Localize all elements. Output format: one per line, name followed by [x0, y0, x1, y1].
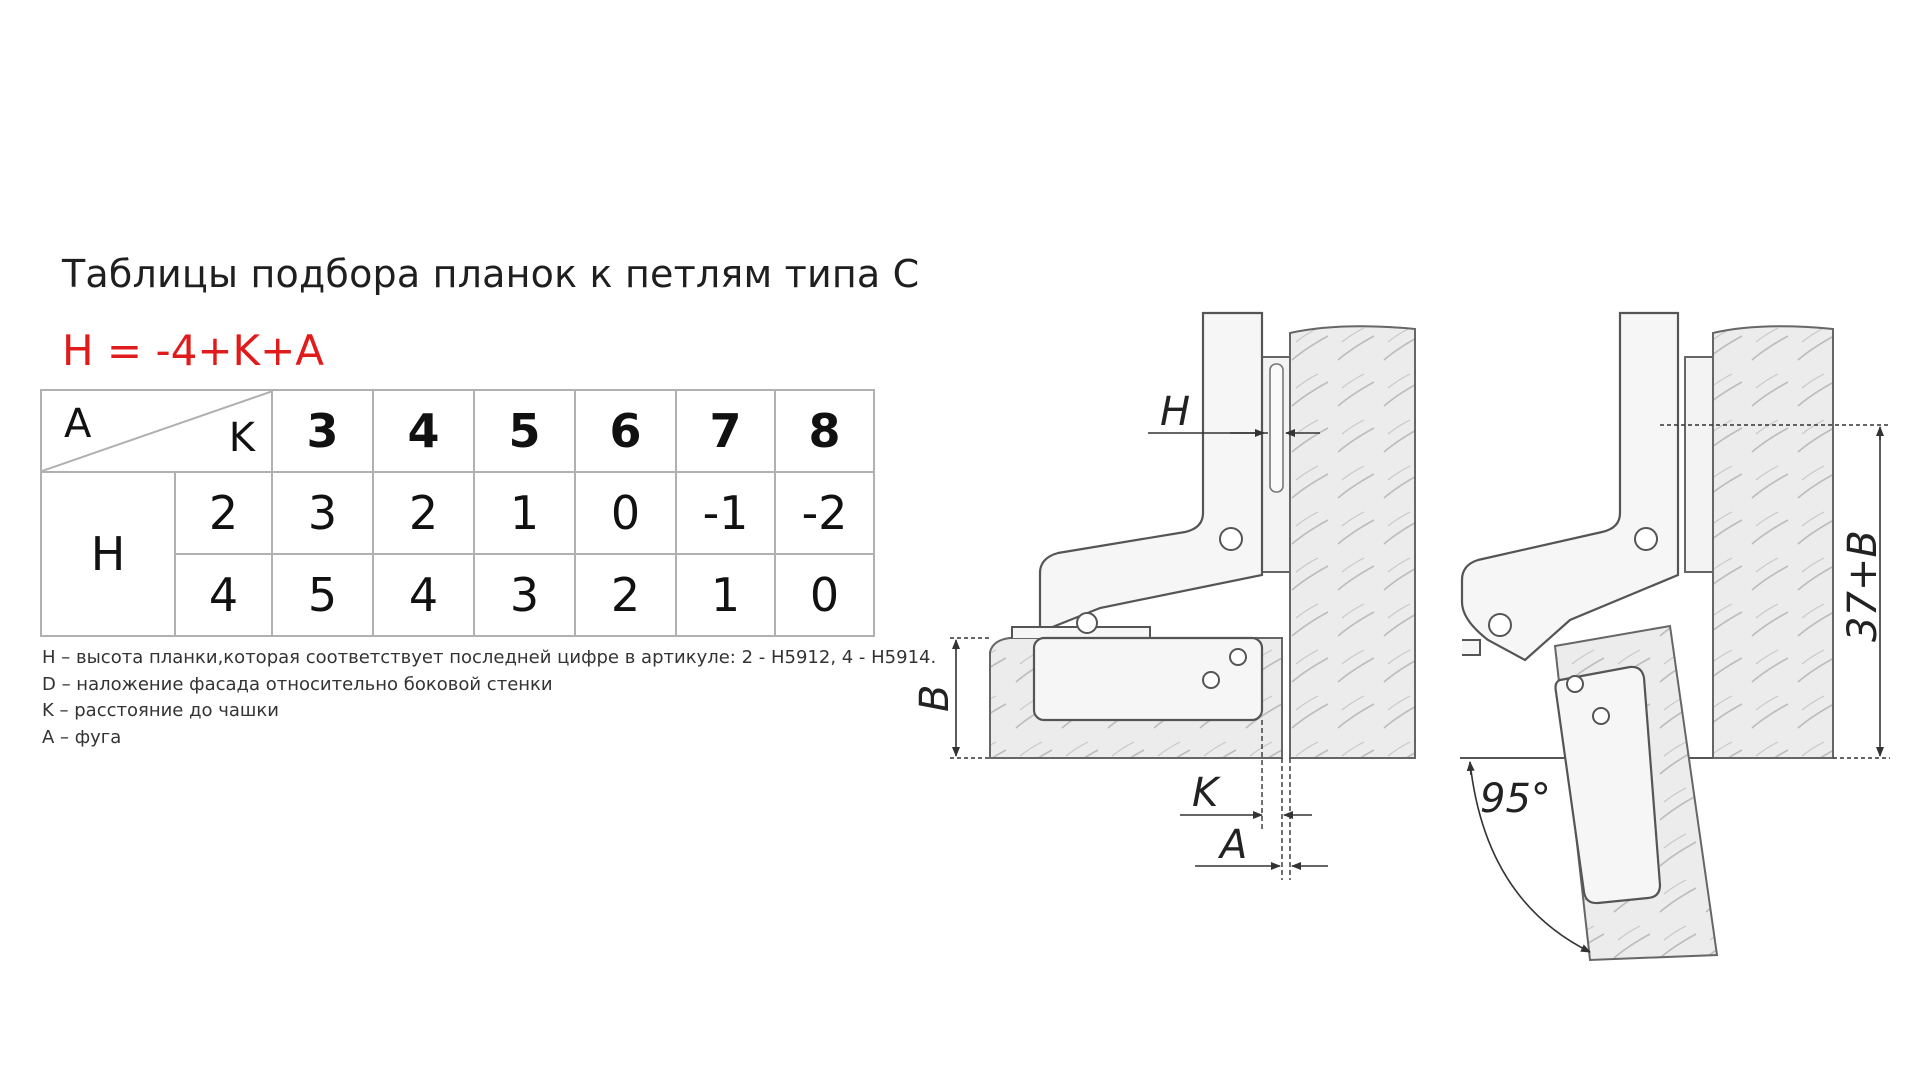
b-label: B — [912, 685, 958, 712]
h-label: H — [1160, 389, 1190, 435]
formula: H = -4+K+A — [62, 326, 325, 375]
side-wall-right — [1712, 325, 1834, 759]
k-header-cell: 3 — [271, 389, 374, 473]
a-label: A — [1217, 822, 1247, 868]
angle-arc — [1469, 761, 1591, 953]
row-key-cell: 2 — [174, 471, 273, 555]
selection-table-wrapper: A K 3 4 5 6 7 8 H 2 3 2 1 0 -1 -2 4 5 4 … — [40, 389, 875, 637]
mounting-plate-right — [1684, 356, 1714, 573]
table-header-row: A K 3 4 5 6 7 8 — [40, 389, 875, 473]
table-cell: 3 — [271, 471, 374, 555]
plate-slot-left — [1269, 363, 1284, 493]
hinge-cup-left — [1032, 636, 1264, 722]
cup-screw-right — [1592, 707, 1610, 725]
cup-pivot-left — [1076, 612, 1098, 634]
arm-tab-right — [1462, 639, 1481, 656]
table-row: 4 5 4 3 2 1 0 — [41, 553, 875, 637]
angle-label: 95° — [1480, 776, 1551, 822]
table-cell: 0 — [774, 553, 875, 637]
hinge-cup-right — [1554, 665, 1662, 905]
k-header-cell: 7 — [675, 389, 776, 473]
table-cell: -1 — [675, 471, 776, 555]
row-key-cell: 4 — [174, 553, 273, 637]
corner-cell: A K — [40, 389, 273, 473]
legend-item: A – фуга — [42, 726, 122, 748]
table-cell: 5 — [271, 553, 374, 637]
table-cell: 0 — [574, 471, 677, 555]
angle-arrow — [1466, 761, 1475, 776]
k-header-cell: 8 — [774, 389, 875, 473]
selection-table: A K 3 4 5 6 7 8 H 2 3 2 1 0 -1 -2 4 5 4 … — [40, 389, 875, 637]
k-header-cell: 6 — [574, 389, 677, 473]
cup-screw-left — [1202, 671, 1220, 689]
legend-item: H – высота планки,которая соответствует … — [42, 647, 937, 668]
cup-screw-right — [1566, 675, 1584, 693]
side-wall-left — [1289, 325, 1416, 759]
table-cell: 1 — [473, 471, 576, 555]
hinge-screw-right — [1634, 527, 1658, 551]
table-cell: 2 — [372, 471, 475, 555]
corner-a-label: A — [64, 401, 92, 447]
table-cell: 2 — [574, 553, 677, 637]
table-cell: 3 — [473, 553, 576, 637]
k-header-cell: 5 — [473, 389, 576, 473]
table-cell: 1 — [675, 553, 776, 637]
right-hinge-view: 37+B 95° — [1460, 311, 1890, 962]
h-row-label: H — [40, 471, 176, 637]
k-header-cell: 4 — [372, 389, 475, 473]
hinge-arm-left — [1038, 311, 1264, 634]
table-cell: -2 — [774, 471, 875, 555]
corner-k-label: K — [228, 415, 255, 461]
hinge-arm-right — [1460, 311, 1680, 662]
corner-diagonal — [42, 391, 273, 471]
k-label: K — [1192, 770, 1221, 816]
left-hinge-view: H B K A — [912, 311, 1416, 880]
hinge-pivot-right — [1488, 613, 1512, 637]
dim-37b-label: 37+B — [1840, 530, 1886, 642]
table-cell: 4 — [372, 553, 475, 637]
page-title: Таблицы подбора планок к петлям типа С — [62, 252, 920, 296]
cup-screw-left — [1229, 648, 1247, 666]
hinge-screw-left — [1219, 527, 1243, 551]
legend-item: K – расстояние до чашки — [42, 700, 279, 721]
legend-item: D – наложение фасада относительно боково… — [42, 673, 553, 695]
legend: H – высота планки,которая соответствует … — [42, 645, 936, 751]
table-row: H 2 3 2 1 0 -1 -2 — [40, 471, 875, 637]
